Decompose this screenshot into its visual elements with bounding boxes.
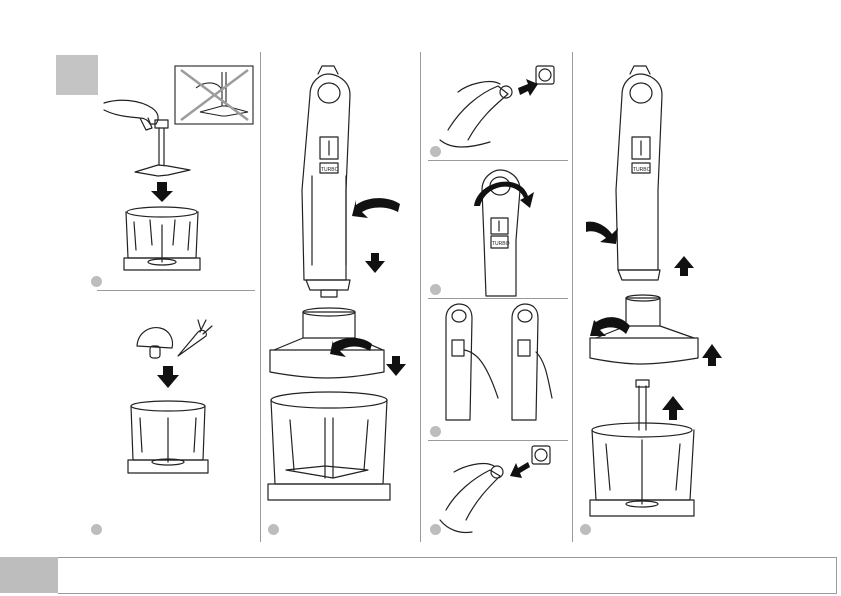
- footer-tab: [0, 557, 58, 593]
- turbo-label: TURBO: [633, 167, 651, 173]
- footer-frame: [58, 557, 837, 594]
- page-footer: [0, 557, 841, 596]
